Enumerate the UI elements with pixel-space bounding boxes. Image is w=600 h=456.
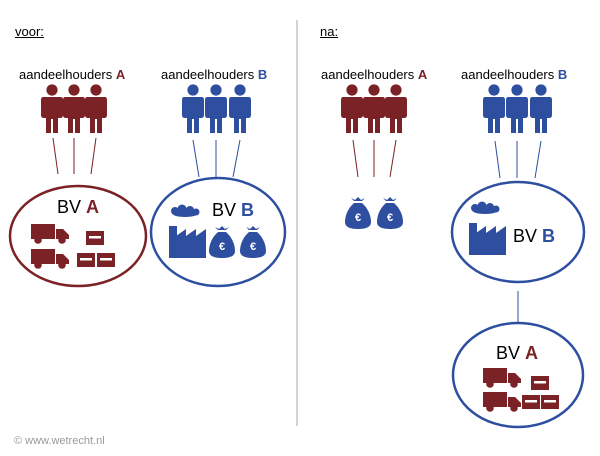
- bv-a-circle-before: [8, 184, 148, 288]
- shareholders-a-group-after: [341, 84, 407, 133]
- box-icon: [77, 253, 95, 267]
- bv-b-label-after: BV B: [513, 226, 555, 247]
- cash-to-shareholders-a: [345, 197, 403, 229]
- bv-letter-a: A: [86, 197, 100, 217]
- bv-a-label-before: BV A: [57, 197, 99, 218]
- truck-icon: [31, 249, 69, 269]
- bv-letter-b: B: [241, 200, 255, 220]
- person-icon: [85, 84, 107, 133]
- person-icon: [530, 84, 552, 133]
- heading-before: voor:: [15, 24, 44, 39]
- holders-text: aandeelhouders: [19, 67, 113, 82]
- holders-text: aandeelhouders: [461, 67, 555, 82]
- bv-letter-b: B: [542, 226, 556, 246]
- ownership-lines-b-before: [192, 139, 241, 178]
- bv-b-label-before: BV B: [212, 200, 254, 221]
- money-bag-icon: [240, 226, 266, 258]
- ownership-lines-a-after: [352, 139, 397, 178]
- bv-b-assets-after: [469, 201, 506, 255]
- person-icon: [63, 84, 85, 133]
- bv-b-circle-before: [149, 176, 287, 288]
- bv-a-assets-before: [31, 224, 115, 269]
- ownership-lines-b-after: [494, 140, 542, 179]
- shareholders-b-label-before: aandeelhouders B: [161, 67, 267, 82]
- shareholders-b-label-after: aandeelhouders B: [461, 67, 567, 82]
- shareholders-a-label-after: aandeelhouders A: [321, 67, 427, 82]
- holders-letter-b: B: [257, 67, 268, 82]
- bv-prefix: BV: [212, 200, 237, 220]
- bv-a-assets-after: [483, 368, 559, 412]
- person-icon: [205, 84, 227, 133]
- box-icon: [522, 395, 540, 409]
- factory-icon: [469, 201, 506, 255]
- bv-a-label-after: BV A: [496, 343, 538, 364]
- person-icon: [506, 84, 528, 133]
- heading-after: na:: [320, 24, 339, 39]
- bv-prefix: BV: [496, 343, 521, 363]
- bv-prefix: BV: [513, 226, 538, 246]
- holders-letter-b: B: [557, 67, 568, 82]
- truck-icon: [483, 368, 521, 388]
- money-bag-icon: [209, 226, 235, 258]
- holders-text: aandeelhouders: [161, 67, 255, 82]
- box-icon: [531, 376, 549, 390]
- factory-icon: [169, 204, 206, 258]
- bv-letter-a: A: [525, 343, 539, 363]
- shareholders-b-group-before: [182, 84, 251, 133]
- box-icon: [97, 253, 115, 267]
- holders-text: aandeelhouders: [321, 67, 415, 82]
- holders-letter-a: A: [417, 67, 428, 82]
- bv-prefix: BV: [57, 197, 82, 217]
- person-icon: [41, 84, 63, 133]
- shareholders-a-group-before: [41, 84, 107, 133]
- bv-b-circle-after: [450, 180, 586, 284]
- money-bag-icon: [345, 197, 371, 229]
- person-icon: [483, 84, 505, 133]
- bv-a-circle-after: [451, 321, 585, 429]
- credit-text: © www.wetrecht.nl: [14, 435, 105, 447]
- box-icon: [541, 395, 559, 409]
- person-icon: [363, 84, 385, 133]
- person-icon: [182, 84, 204, 133]
- truck-icon: [31, 224, 69, 244]
- person-icon: [385, 84, 407, 133]
- shareholders-a-label-before: aandeelhouders A: [19, 67, 125, 82]
- person-icon: [229, 84, 251, 133]
- holders-letter-a: A: [115, 67, 126, 82]
- truck-icon: [483, 392, 521, 412]
- money-bag-icon: [377, 197, 403, 229]
- ownership-lines-a-before: [52, 137, 97, 175]
- box-icon: [86, 231, 104, 245]
- shareholders-b-group-after: [483, 84, 552, 133]
- person-icon: [341, 84, 363, 133]
- bv-b-assets-before: [169, 204, 266, 258]
